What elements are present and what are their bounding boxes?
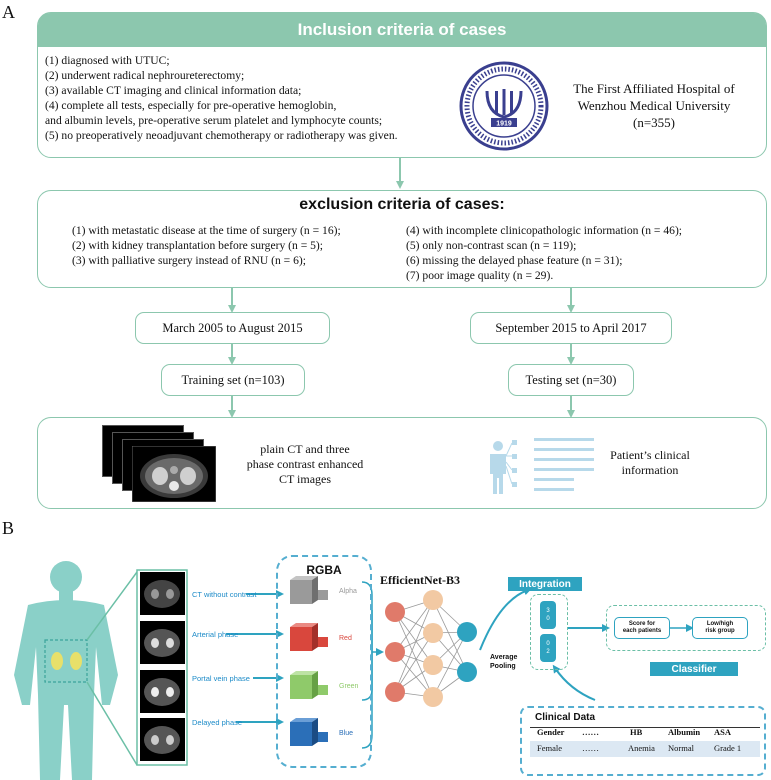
network-title: EfficientNet-B3 (380, 573, 460, 587)
phase-label: Arterial phase (192, 630, 239, 639)
hospital-count: (n=355) (633, 115, 675, 130)
inclusion-item: (1) diagnosed with UTUC; (45, 54, 170, 67)
risk-box-line: Low/high (706, 620, 734, 627)
exclusion-item: (2) with kidney transplantation before s… (72, 239, 324, 252)
inclusion-item: and albumin levels, pre-operative serum … (45, 114, 383, 127)
alpha-block (290, 576, 328, 604)
period-right-box: September 2015 to April 2017 (470, 312, 672, 344)
classifier-label: Classifier (650, 662, 738, 676)
inclusion-box: Inclusion criteria of cases (37, 12, 767, 158)
table-cell: Grade 1 (714, 743, 742, 753)
clinical-description-line: information (621, 463, 679, 477)
red-block (290, 623, 328, 651)
table-cell: Female (537, 743, 563, 753)
human-body-icon (14, 561, 118, 780)
exclusion-item: (6) missing the delayed phase feature (n… (406, 254, 623, 267)
exclusion-title: exclusion criteria of cases: (299, 196, 505, 213)
channel-label-blue: Blue (339, 730, 354, 737)
panel-a-letter: A (2, 2, 15, 22)
hospital-name-line2: Wenzhou Medical University (577, 98, 731, 113)
exclusion-item: (3) with palliative surgery instead of R… (72, 254, 306, 267)
pooling-label-line: Average (490, 654, 518, 661)
inclusion-item: (5) no preoperatively neoadjuvant chemot… (45, 129, 398, 142)
table-cell: Anemia (628, 743, 655, 753)
inclusion-item: (4) complete all tests, especially for p… (45, 99, 337, 112)
period-left-box: March 2005 to August 2015 (135, 312, 330, 344)
table-header: Albumin (668, 727, 701, 737)
ct-description-line: CT images (278, 472, 332, 486)
green-block (290, 671, 328, 699)
integration-box (530, 594, 568, 670)
clinical-data-row (530, 741, 760, 757)
classifier-box (606, 605, 766, 651)
phase-label: Delayed phase (192, 718, 243, 727)
testing-set-box: Testing set (n=30) (508, 364, 634, 396)
score-box-line: Score for (628, 620, 656, 627)
table-header: HB (630, 727, 643, 737)
hospital-seal-icon: 1919 (459, 61, 549, 151)
blue-block (290, 718, 328, 746)
integration-label: Integration (508, 577, 582, 591)
training-set-box: Training set (n=103) (161, 364, 305, 396)
pooling-label: Average Pooling (490, 653, 517, 671)
table-cell: Normal (668, 743, 694, 753)
inclusion-title: Inclusion criteria of cases (38, 13, 766, 47)
channel-label-red: Red (339, 635, 352, 642)
ct-description-line: phase contrast enhanced (246, 457, 364, 471)
patient-info-icon (490, 438, 594, 494)
ct-description-line: plain CT and three (260, 442, 350, 456)
phase-label: CT without contrast (192, 590, 257, 599)
score-box-line: each patients (622, 628, 662, 634)
pooling-label-line: Pooling (490, 663, 516, 670)
hospital-name-line1: The First Affiliated Hospital of (573, 81, 735, 96)
exclusion-item: (5) only non-contrast scan (n = 119); (406, 239, 577, 252)
phase-label: Portal vein phase (192, 674, 250, 683)
neural-network-icon (385, 590, 477, 707)
table-header: Gender (537, 727, 565, 737)
risk-box-line: risk group (705, 628, 735, 634)
feature-value: 2 (546, 649, 550, 655)
seal-year: 1919 (496, 121, 512, 128)
table-header: ASA (714, 727, 732, 737)
exclusion-item: (1) with metastatic disease at the time … (72, 224, 341, 237)
ct-scan-image (132, 446, 216, 502)
exclusion-item: (4) with incomplete clinicopathologic in… (406, 224, 683, 237)
ct-phase-thumbnails (140, 572, 185, 761)
exclusion-item: (7) poor image quality (n = 29). (406, 269, 554, 282)
clinical-data-header-row (530, 727, 760, 741)
rgba-channel-blocks (290, 576, 328, 746)
inclusion-item: (2) underwent radical nephroureterectomy… (45, 69, 245, 82)
table-cell: …… (582, 743, 599, 753)
panel-b-letter: B (2, 518, 15, 538)
channel-label-alpha: Alpha (339, 588, 357, 595)
rgba-title: RGBA (306, 563, 342, 577)
feature-value: 0 (546, 616, 550, 622)
clinical-data-title: Clinical Data (535, 712, 596, 723)
clinical-data-box (520, 706, 766, 776)
feature-value: 0 (546, 641, 550, 647)
channel-label-green: Green (339, 683, 359, 690)
feature-vector-clinical: 0 2 (540, 634, 556, 662)
inclusion-item: (3) available CT imaging and clinical in… (45, 84, 302, 97)
exclusion-box (37, 190, 767, 288)
table-header: …… (582, 727, 599, 737)
clinical-description-line: Patient’s clinical (610, 448, 690, 462)
feature-vector-image: 3 0 (540, 601, 556, 629)
feature-value: 3 (546, 608, 550, 614)
rgba-box (276, 555, 372, 768)
